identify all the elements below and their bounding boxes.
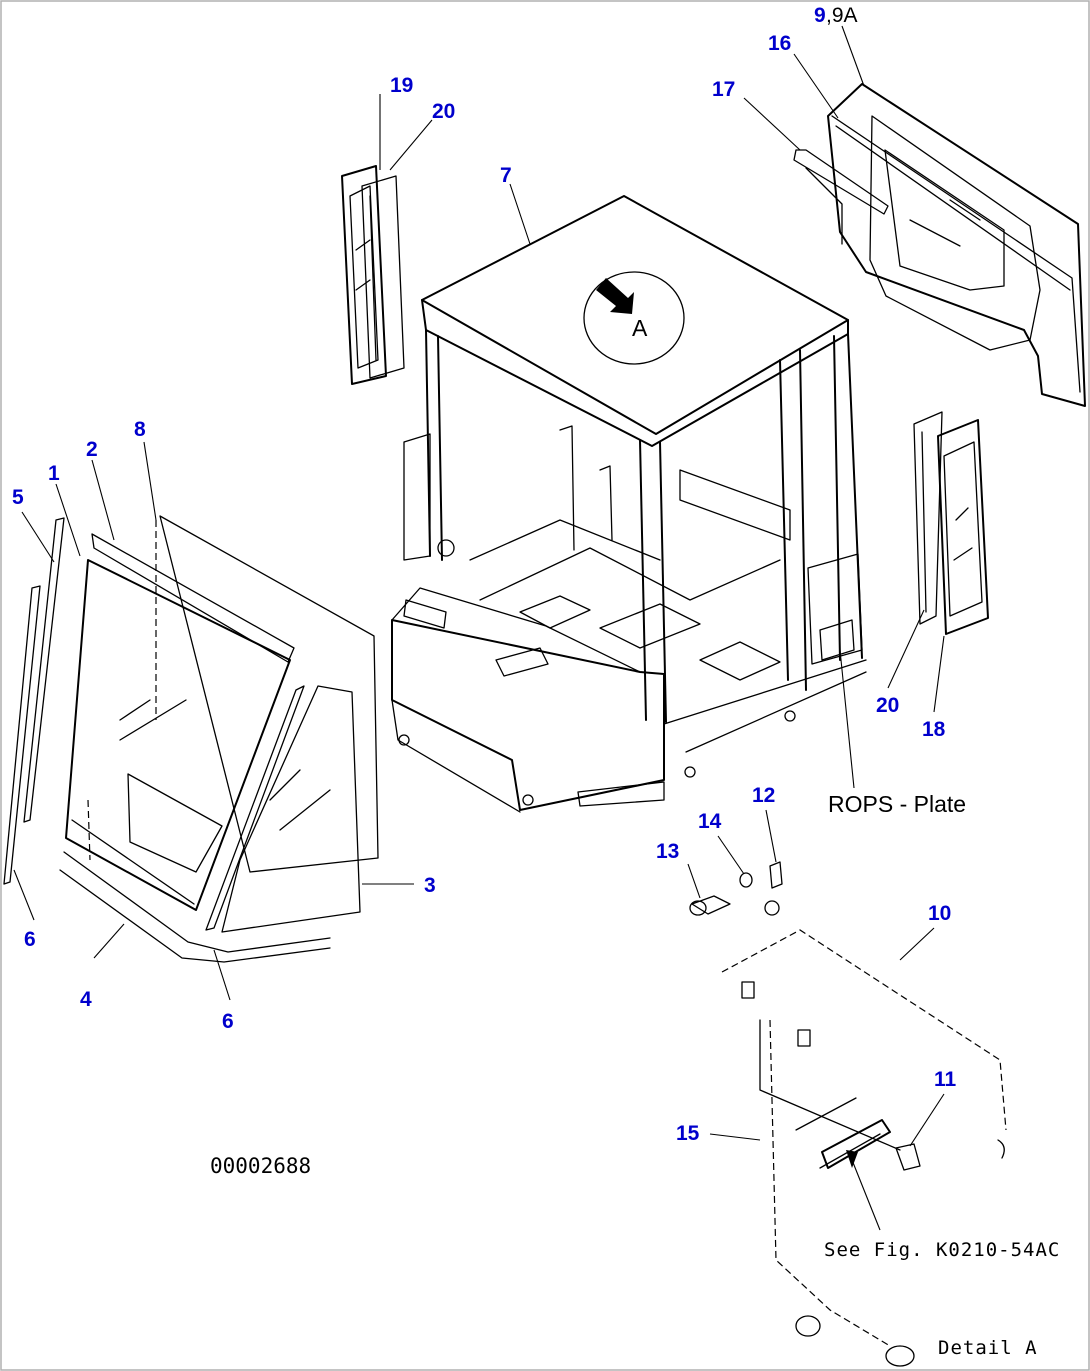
bolt (689, 895, 731, 916)
washer (739, 872, 753, 888)
callout-12: 12 (752, 784, 775, 807)
callout-17: 17 (712, 78, 735, 101)
left-upper-glass (341, 165, 387, 385)
callout-9a: ,9A (826, 4, 858, 27)
leader-lines (13, 25, 945, 1231)
harness (769, 1019, 915, 1367)
cab-frame (391, 195, 867, 813)
callout-20-right: 20 (876, 694, 899, 717)
front-glass-frame (159, 515, 379, 873)
rear-window-glass (827, 83, 1086, 407)
front-glass-seal (59, 533, 331, 963)
callout-7: 7 (500, 164, 512, 187)
callout-10: 10 (928, 902, 951, 925)
detail-a-label: Detail A (938, 1337, 1038, 1359)
view-a-letter: A (632, 315, 648, 341)
callout-6-left: 6 (24, 928, 36, 951)
callout-13: 13 (656, 840, 679, 863)
callout-5: 5 (12, 486, 24, 509)
edge-strip (155, 520, 305, 931)
callout-15: 15 (676, 1122, 700, 1145)
callout-14: 14 (698, 810, 722, 833)
rear-window-seal (831, 115, 1081, 393)
side-glass (221, 685, 361, 933)
callout-4: 4 (80, 988, 92, 1011)
callout-3: 3 (424, 874, 436, 897)
callout-2: 2 (86, 438, 98, 461)
callout-20-upper: 20 (432, 100, 455, 123)
left-upper-seal (361, 175, 405, 379)
callout-9: 9 (814, 4, 826, 27)
callout-6-bottom: 6 (222, 1010, 234, 1033)
callout-1: 1 (48, 462, 60, 485)
right-small-glass (937, 419, 989, 635)
right-small-seal (913, 411, 943, 625)
callout-11: 11 (934, 1068, 957, 1091)
drawing-number: 00002688 (210, 1154, 311, 1178)
callout-18: 18 (922, 718, 946, 741)
front-glass (65, 559, 291, 911)
view-a-marker-outline (583, 271, 685, 365)
rear-window-strip (793, 149, 889, 245)
callout-16: 16 (768, 32, 791, 55)
see-fig-note: See Fig. K0210-54AC (824, 1239, 1060, 1261)
switch-panel (795, 1097, 921, 1171)
view-arrow-icon (596, 278, 634, 314)
cover-panel (721, 929, 1007, 1159)
rops-plate-label: ROPS - Plate (828, 791, 966, 817)
bracket (764, 861, 783, 916)
callout-8: 8 (134, 418, 146, 441)
callout-19: 19 (390, 74, 413, 97)
left-seal-strips (3, 517, 91, 885)
